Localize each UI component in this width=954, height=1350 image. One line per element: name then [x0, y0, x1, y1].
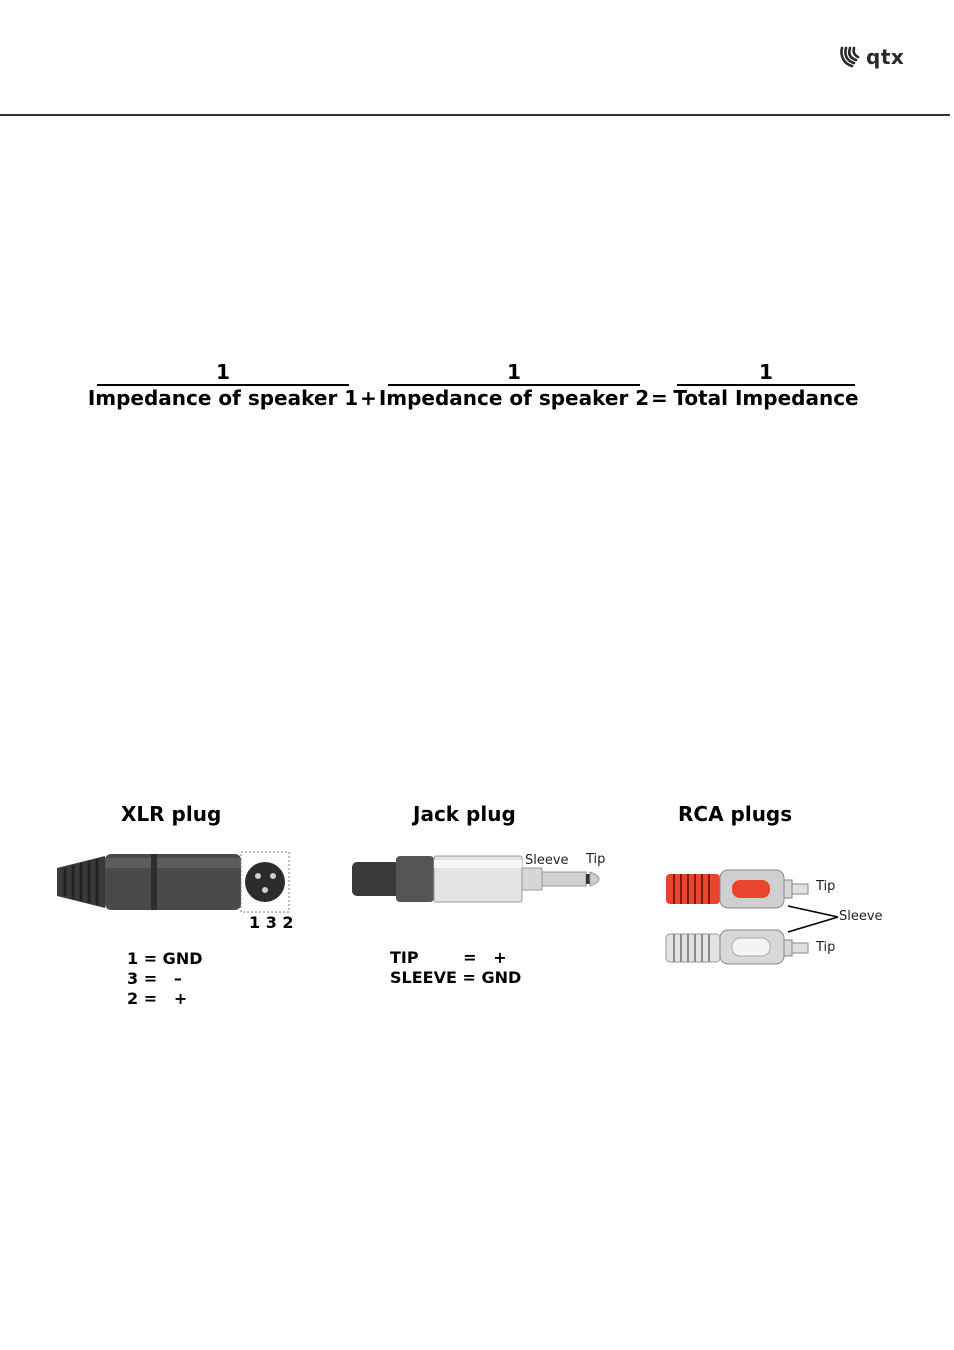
xlr-pin-3: 3 = –	[127, 969, 202, 989]
xlr-pin-1: 1 = GND	[127, 949, 202, 969]
jack-plug-title: Jack plug	[413, 802, 516, 826]
formula-term-speaker-2: 1 Impedance of speaker 2	[388, 360, 640, 410]
rca-tip-label-bottom: Tip	[816, 940, 835, 955]
rca-sleeve-label: Sleeve	[839, 909, 883, 924]
denominator: Impedance of speaker 1	[88, 386, 358, 410]
jack-plug-illustration	[350, 852, 612, 904]
plus-operator: +	[360, 386, 377, 410]
jack-tip-label: Tip	[586, 852, 605, 867]
jack-sleeve-pin: SLEEVE = GND	[390, 968, 521, 988]
denominator: Total Impedance	[673, 386, 858, 410]
xlr-plug-illustration	[55, 850, 310, 915]
numerator: 1	[216, 360, 230, 384]
qtx-wave-icon	[838, 44, 864, 70]
xlr-pin-numbers: 1 3 2	[249, 913, 294, 932]
header-divider	[0, 114, 950, 116]
jack-sleeve-label: Sleeve	[525, 853, 569, 868]
equals-operator: =	[651, 386, 668, 410]
formula-total-impedance: 1 Total Impedance	[677, 360, 855, 410]
jack-tip-pin: TIP = +	[390, 948, 521, 968]
rca-plugs-title: RCA plugs	[678, 802, 792, 826]
denominator: Impedance of speaker 2	[379, 386, 649, 410]
xlr-pin-legend: 1 = GND 3 = – 2 = +	[127, 949, 202, 1009]
qtx-logo: qtx	[838, 42, 910, 72]
numerator: 1	[759, 360, 773, 384]
rca-tip-label-top: Tip	[816, 879, 835, 894]
formula-term-speaker-1: 1 Impedance of speaker 1	[97, 360, 349, 410]
brand-name: qtx	[866, 45, 904, 69]
xlr-plug-title: XLR plug	[121, 802, 221, 826]
numerator: 1	[507, 360, 521, 384]
jack-pin-legend: TIP = + SLEEVE = GND	[390, 948, 521, 988]
xlr-pin-2: 2 = +	[127, 989, 202, 1009]
